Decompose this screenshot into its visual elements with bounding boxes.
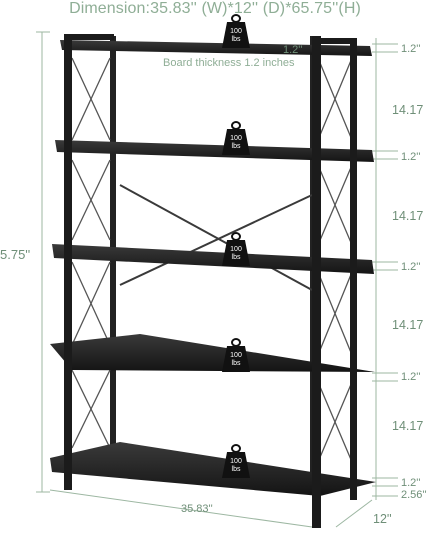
- load-value: 100: [230, 458, 242, 465]
- load-unit: lbs: [231, 466, 241, 473]
- spacing-label-2: 14.17: [392, 209, 424, 223]
- bottom-clearance-label: 2.56'': [401, 489, 427, 501]
- front-frame: [64, 34, 357, 528]
- spacing-label-1: 14.17: [392, 103, 424, 117]
- shelf-4: [50, 334, 375, 372]
- load-value: 100: [230, 352, 242, 359]
- load-unit: lbs: [231, 360, 241, 367]
- shelf-3: [52, 244, 374, 274]
- spacing-label-4: 14.17: [392, 419, 424, 433]
- load-value: 100: [230, 135, 242, 142]
- spacing-label-3: 14.17: [392, 318, 424, 332]
- top-board-label: 1.2'': [283, 44, 303, 56]
- board-label-5: 1.2'': [401, 477, 421, 489]
- board-label-4: 1.2'': [401, 371, 421, 383]
- side-cross-braces: [71, 57, 353, 463]
- width-label: 35.83'': [181, 503, 213, 515]
- shelf-5: [50, 442, 376, 496]
- height-label: 5.75'': [0, 247, 31, 262]
- load-unit: lbs: [231, 143, 241, 150]
- board-label-3: 1.2'': [401, 261, 421, 273]
- shelf-2: [55, 140, 374, 162]
- load-unit: lbs: [231, 254, 241, 261]
- board-label-2: 1.2'': [401, 151, 421, 163]
- depth-label: 12'': [373, 512, 392, 526]
- shelves: [50, 40, 376, 496]
- dimension-title: Dimension:35.83'' (W)*12'' (D)*65.75''(H…: [69, 0, 361, 17]
- load-value: 100: [230, 246, 242, 253]
- load-unit: lbs: [231, 36, 241, 43]
- load-value: 100: [230, 28, 242, 35]
- board-label-1: 1.2'': [401, 43, 421, 55]
- board-thickness-note: Board thickness 1.2 inches: [163, 57, 295, 69]
- shelf-1: [60, 40, 372, 56]
- back-cross-brace: [119, 184, 313, 291]
- dimension-lines: [36, 31, 398, 528]
